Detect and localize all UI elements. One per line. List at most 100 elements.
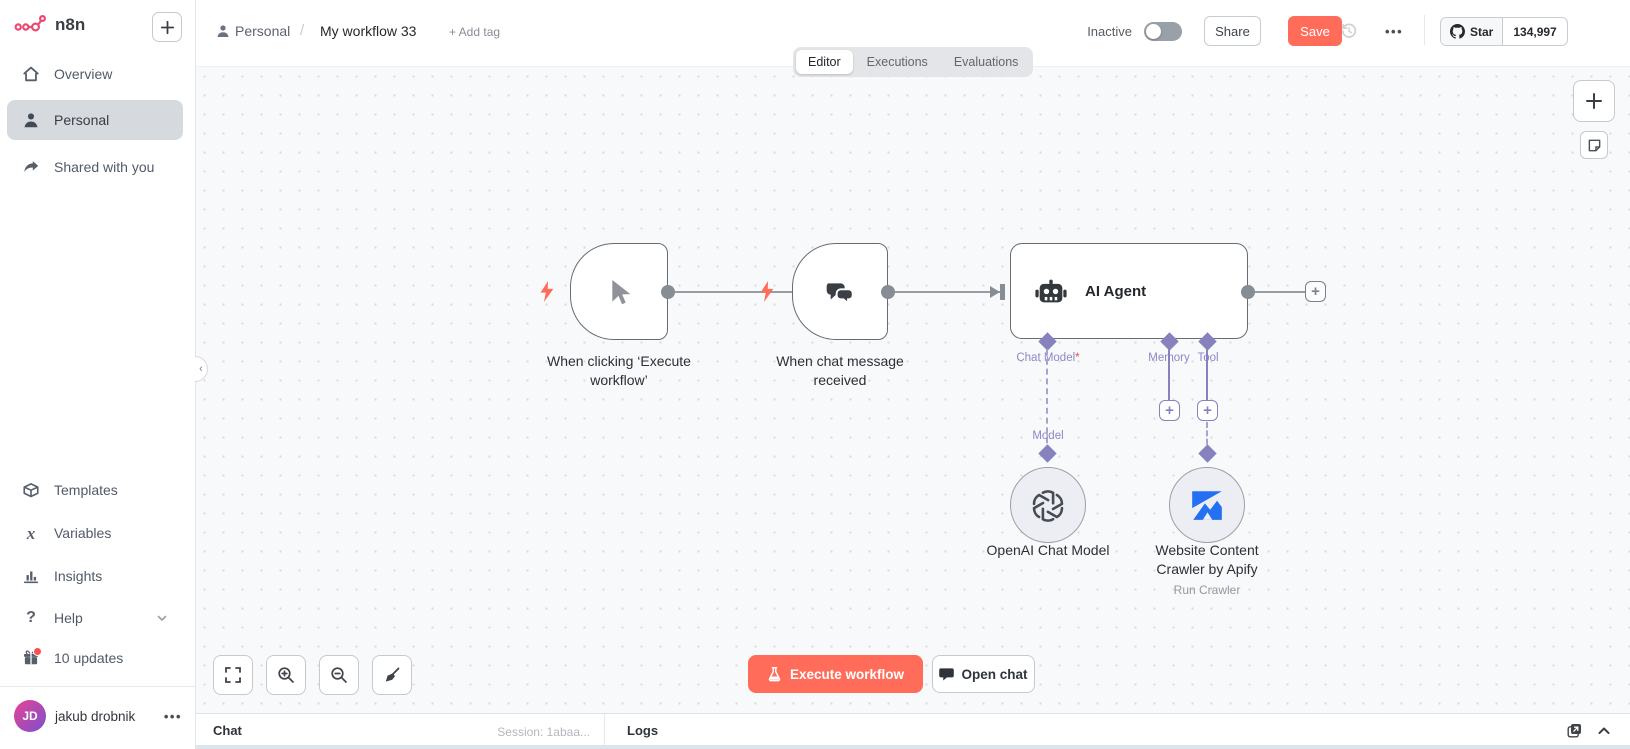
output-port-trigger1[interactable] xyxy=(661,285,675,299)
expand-panel-chevron[interactable] xyxy=(1597,724,1611,742)
port-label-chat-model-text: Chat Model xyxy=(1016,352,1076,364)
node-label-chat-trigger: When chat message received xyxy=(776,353,904,388)
toggle-knob xyxy=(1146,24,1161,39)
node-openai-chat-model[interactable] xyxy=(1010,467,1086,543)
sidebar-item-label: Variables xyxy=(54,525,112,541)
user-name: jakub drobnik xyxy=(55,708,136,724)
node-label-crawler: Website Content Crawler by Apify xyxy=(1155,542,1259,577)
add-next-node-button[interactable]: + xyxy=(1305,281,1326,302)
save-button[interactable]: Save xyxy=(1288,16,1342,46)
connection-chat-model xyxy=(1046,349,1048,453)
input-port-agent[interactable] xyxy=(990,286,1000,298)
sidebar-item-label: Personal xyxy=(54,112,110,128)
execute-workflow-label: Execute workflow xyxy=(789,666,905,682)
n8n-logo-text: n8n xyxy=(55,15,86,34)
panel-divider xyxy=(604,714,605,749)
breadcrumb-project[interactable]: Personal xyxy=(235,23,291,39)
tab-editor[interactable]: Editor xyxy=(796,50,853,74)
zoom-to-fit-button[interactable] xyxy=(213,655,253,695)
package-icon xyxy=(23,483,39,498)
share-button[interactable]: Share xyxy=(1204,16,1261,46)
share-arrow-icon xyxy=(24,161,39,172)
bar-chart-icon xyxy=(23,571,39,584)
connection-tool-crawler xyxy=(1206,422,1208,453)
zoom-out-button[interactable] xyxy=(319,655,359,695)
trigger-bolt-icon xyxy=(760,281,775,307)
robot-icon xyxy=(1035,279,1067,303)
add-tool-button[interactable]: + xyxy=(1197,400,1218,421)
history-undo-icon[interactable] xyxy=(1340,22,1358,45)
gift-icon xyxy=(22,647,42,667)
user-options-menu[interactable]: ••• xyxy=(163,708,182,724)
connection-trigger1-trigger2 xyxy=(668,291,792,293)
open-chat-button[interactable]: Open chat xyxy=(932,655,1035,693)
chevron-up-icon xyxy=(1598,727,1610,734)
tidy-up-button[interactable] xyxy=(372,655,412,695)
github-star-count[interactable]: 134,997 xyxy=(1513,24,1557,39)
execute-workflow-button[interactable]: Execute workflow xyxy=(748,655,923,693)
github-star-widget[interactable]: Star 134,997 xyxy=(1440,17,1568,46)
port-label-chat-model: Chat Model* xyxy=(998,352,1098,364)
apify-icon xyxy=(1192,491,1222,520)
sidebar-item-label: Templates xyxy=(54,482,118,498)
cursor-icon xyxy=(612,279,631,304)
sidebar: n8n Overview Personal Shared with you Te… xyxy=(0,0,196,749)
logs-panel-header xyxy=(196,713,1630,749)
plus-icon xyxy=(160,20,174,34)
tab-evaluations[interactable]: Evaluations xyxy=(953,55,1019,69)
required-marker: * xyxy=(1075,352,1080,364)
breadcrumb-separator: / xyxy=(300,22,305,39)
sticky-note-icon xyxy=(1588,139,1600,151)
node-website-crawler[interactable] xyxy=(1169,467,1245,543)
chevron-down-icon xyxy=(157,615,167,621)
user-menu[interactable]: JD jakub drobnik ••• xyxy=(14,700,182,732)
tab-executions[interactable]: Executions xyxy=(866,55,928,69)
chat-bubbles-icon xyxy=(826,282,854,305)
sidebar-item-shared[interactable]: Shared with you xyxy=(7,147,183,187)
n8n-logo[interactable]: n8n xyxy=(14,14,85,36)
fit-view-icon xyxy=(225,667,241,683)
sidebar-item-updates[interactable]: 10 updates xyxy=(7,638,183,678)
port-label-tool: Tool xyxy=(1183,352,1233,364)
port-label-model: Model xyxy=(1032,430,1064,442)
zoom-out-icon xyxy=(331,667,347,683)
sidebar-item-personal[interactable]: Personal xyxy=(7,100,183,140)
chat-panel-tab[interactable]: Chat xyxy=(213,723,242,738)
question-mark-icon: ? xyxy=(26,609,36,626)
zoom-in-button[interactable] xyxy=(266,655,306,695)
connection-agent-out xyxy=(1248,291,1305,293)
logs-panel-tab[interactable]: Logs xyxy=(627,723,659,738)
sidebar-item-help[interactable]: ? Help xyxy=(7,598,183,638)
add-tag-button[interactable]: + Add tag xyxy=(449,25,501,39)
avatar: JD xyxy=(14,700,46,732)
sidebar-item-overview[interactable]: Overview xyxy=(7,54,183,94)
sidebar-item-label: Insights xyxy=(54,568,103,584)
output-port-agent[interactable] xyxy=(1241,285,1255,299)
new-workflow-button[interactable] xyxy=(152,12,182,42)
more-options-menu[interactable]: ••• xyxy=(1385,24,1404,39)
add-sticky-note-button[interactable] xyxy=(1580,131,1608,159)
pop-out-panel-icon[interactable] xyxy=(1567,723,1582,743)
add-node-button[interactable] xyxy=(1573,80,1615,122)
sidebar-item-templates[interactable]: Templates xyxy=(7,470,183,510)
sidebar-divider xyxy=(0,686,195,687)
sidebar-item-label: Help xyxy=(54,610,83,626)
workflow-canvas[interactable] xyxy=(195,66,1630,714)
sidebar-item-insights[interactable]: Insights xyxy=(7,556,183,596)
node-chat-trigger[interactable] xyxy=(792,243,888,340)
sidebar-item-label: Shared with you xyxy=(54,159,155,175)
node-manual-trigger[interactable] xyxy=(570,243,668,340)
workflow-title[interactable]: My workflow 33 xyxy=(320,23,417,39)
connection-memory-stub xyxy=(1168,349,1170,400)
trigger-bolt-icon xyxy=(540,281,555,307)
zoom-in-icon xyxy=(278,667,294,683)
activation-toggle[interactable] xyxy=(1144,22,1182,41)
sidebar-item-label: 10 updates xyxy=(54,650,124,666)
home-icon xyxy=(23,66,39,82)
output-port-trigger2[interactable] xyxy=(881,285,895,299)
sidebar-item-variables[interactable]: x Variables xyxy=(7,513,183,553)
add-memory-button[interactable]: + xyxy=(1159,400,1180,421)
github-star-button[interactable]: Star xyxy=(1441,18,1504,45)
flask-icon xyxy=(768,667,781,682)
node-ai-agent[interactable]: AI Agent xyxy=(1010,243,1248,339)
